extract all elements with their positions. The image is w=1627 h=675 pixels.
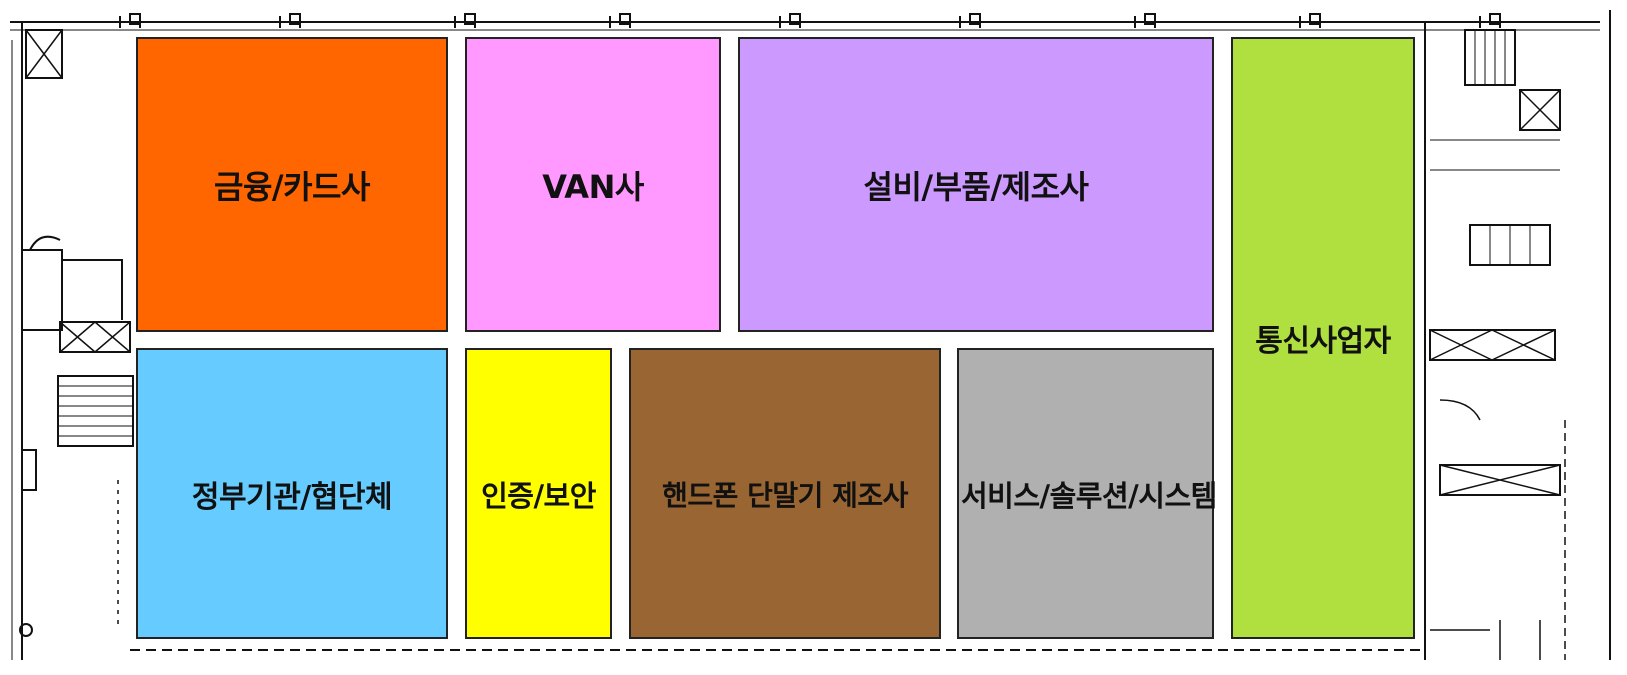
zone-telecom[interactable]: 통신사업자 <box>1231 37 1415 639</box>
zone-government-label: 정부기관/협단체 <box>191 479 393 515</box>
right-shaft-top <box>1519 89 1561 131</box>
zone-handset-label: 핸드폰 단말기 제조사 <box>662 478 908 512</box>
zone-van[interactable]: VAN사 <box>465 37 721 332</box>
zone-handset[interactable]: 핸드폰 단말기 제조사 <box>629 348 941 639</box>
left-elevator <box>59 321 131 353</box>
left-corner-room <box>25 29 63 79</box>
zone-equipment-label: 설비/부품/제조사 <box>863 167 1089 206</box>
zone-van-label: VAN사 <box>542 167 644 206</box>
zone-service-label: 서비스/솔루션/시스템 <box>961 478 1217 513</box>
zone-government[interactable]: 정부기관/협단체 <box>136 348 448 639</box>
window-markers <box>119 13 1501 28</box>
zone-finance-label: 금융/카드사 <box>214 167 370 206</box>
left-stairs <box>57 375 134 447</box>
right-elevator <box>1429 329 1556 361</box>
zone-security[interactable]: 인증/보안 <box>465 348 612 639</box>
zone-telecom-label: 통신사업자 <box>1255 324 1391 359</box>
zone-service[interactable]: 서비스/솔루션/시스템 <box>957 348 1217 639</box>
zone-equipment[interactable]: 설비/부품/제조사 <box>738 37 1214 332</box>
zone-security-label: 인증/보안 <box>481 478 596 513</box>
zone-finance[interactable]: 금융/카드사 <box>136 37 448 332</box>
right-stairs <box>1464 29 1516 86</box>
right-shaft-bottom <box>1439 464 1561 496</box>
